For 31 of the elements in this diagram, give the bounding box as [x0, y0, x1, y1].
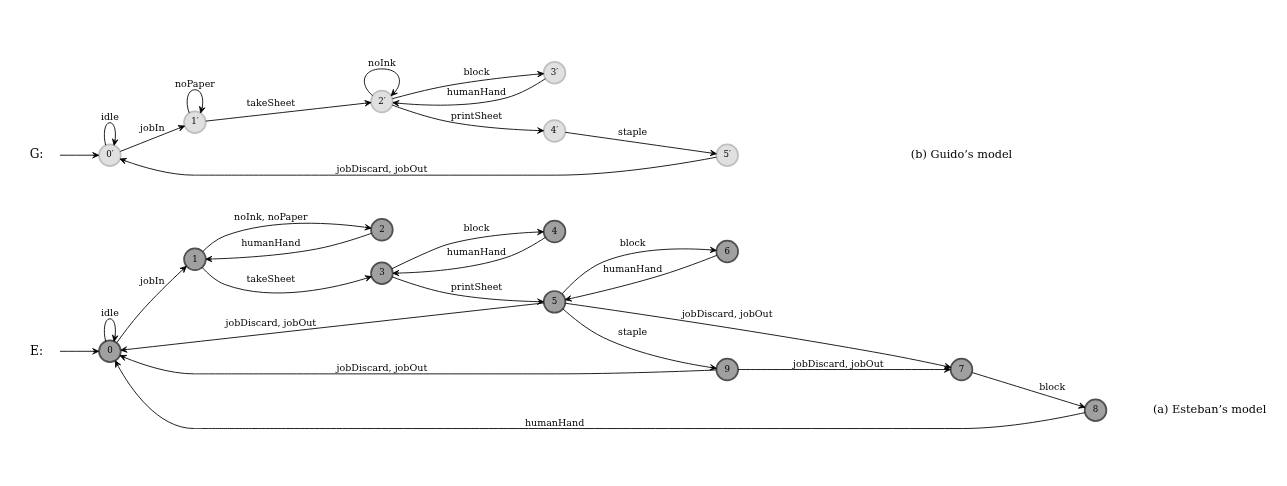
edge-label: block: [463, 221, 490, 233]
edge-label: takeSheet: [246, 272, 296, 284]
edge-label: block: [619, 236, 646, 248]
edge-label: printSheet: [450, 280, 503, 292]
edge-label: jobDiscard, jobOut: [792, 357, 884, 369]
edge-label: block: [1039, 380, 1066, 392]
edge-label: jobDiscard, jobOut: [681, 307, 773, 319]
edge-label: jobIn: [140, 274, 165, 286]
label: (a) Esteban’s model: [1152, 402, 1267, 416]
edge-label: printSheet: [450, 109, 503, 121]
edge-label: noPaper: [175, 77, 215, 89]
node-text: E:: [30, 343, 44, 358]
edge-label: humanHand: [524, 416, 585, 428]
edge-label: takeSheet: [246, 96, 296, 108]
edge-label: noInk: [368, 56, 396, 68]
node-text: G:: [29, 146, 44, 161]
edge-label: jobDiscard, jobOut: [336, 361, 428, 373]
edge-label: humanHand: [241, 236, 301, 248]
edge-label: humanHand: [446, 245, 507, 257]
edge-label: block: [463, 65, 490, 77]
edge-label: jobDiscard, jobOut: [336, 162, 428, 174]
edge-label: staple: [618, 325, 648, 337]
edge-label: staple: [618, 125, 648, 137]
edge-label: humanHand: [446, 85, 507, 97]
label: (b) Guido’s model: [910, 147, 1013, 161]
edge-label: noInk, noPaper: [234, 210, 308, 222]
edge-label: idle: [100, 306, 119, 318]
edge-label: idle: [100, 110, 119, 122]
edge-label: humanHand: [602, 262, 663, 274]
edge-label: jobDiscard, jobOut: [225, 316, 317, 328]
edge-label: jobIn: [140, 121, 165, 133]
